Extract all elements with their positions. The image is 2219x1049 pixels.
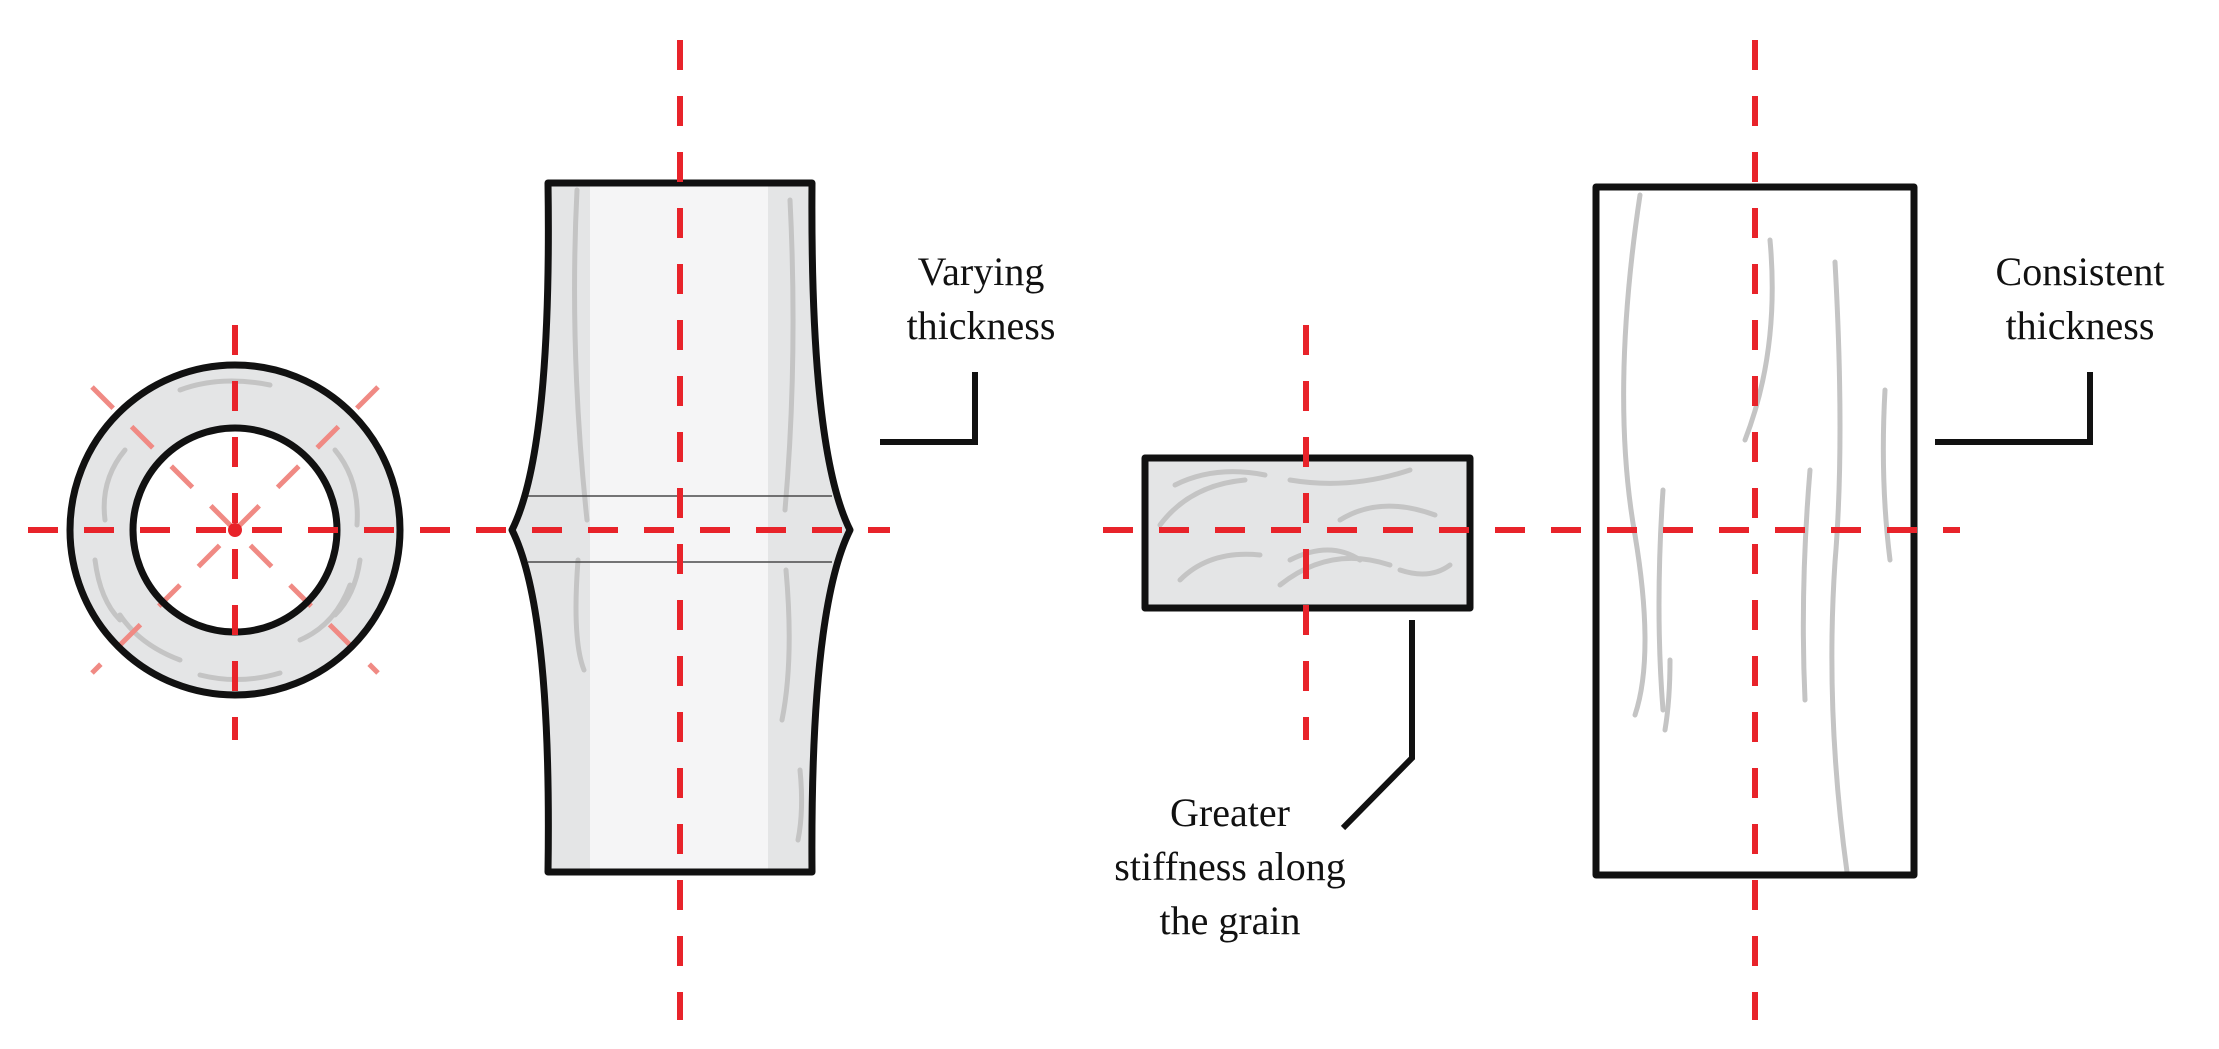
timber-side-grain: [1621, 192, 1893, 875]
bamboo-culm-side-view: [508, 40, 854, 1020]
bamboo-culm-outline: [508, 179, 854, 876]
consistent-thickness-line2: thickness: [2005, 303, 2155, 348]
timber-section-grain: [1157, 467, 1453, 588]
timber-side-view: [1592, 40, 1918, 1020]
consistent-thickness-leader: [1935, 372, 2093, 445]
consistent-thickness-line1: Consistent: [1995, 249, 2165, 294]
varying-thickness-leader: [880, 372, 978, 445]
bamboo-culm-grain: [572, 187, 805, 843]
bamboo-cross-section: [66, 325, 404, 740]
grain-stiffness-line1: Greater: [1170, 790, 1290, 835]
bamboo-outer-wall: [66, 361, 404, 699]
grain-stiffness-line3: the grain: [1159, 898, 1301, 943]
varying-thickness-line1: Varying: [917, 249, 1045, 294]
varying-thickness-label: Varying thickness: [876, 245, 1086, 353]
bamboo-ring-grain: [92, 378, 363, 682]
varying-thickness-line2: thickness: [906, 303, 1056, 348]
bamboo-culm-highlight: [590, 183, 768, 872]
grain-stiffness-line2: stiffness along: [1114, 844, 1346, 889]
timber-cross-section: [1141, 325, 1474, 740]
radial-stiffness-marks: [90, 385, 380, 675]
consistent-thickness-label: Consistent thickness: [1960, 245, 2200, 353]
bamboo-section-center: [228, 523, 242, 537]
grain-stiffness-label: Greater stiffness along the grain: [1080, 786, 1380, 948]
grain-stiffness-leader: [1340, 620, 1415, 831]
